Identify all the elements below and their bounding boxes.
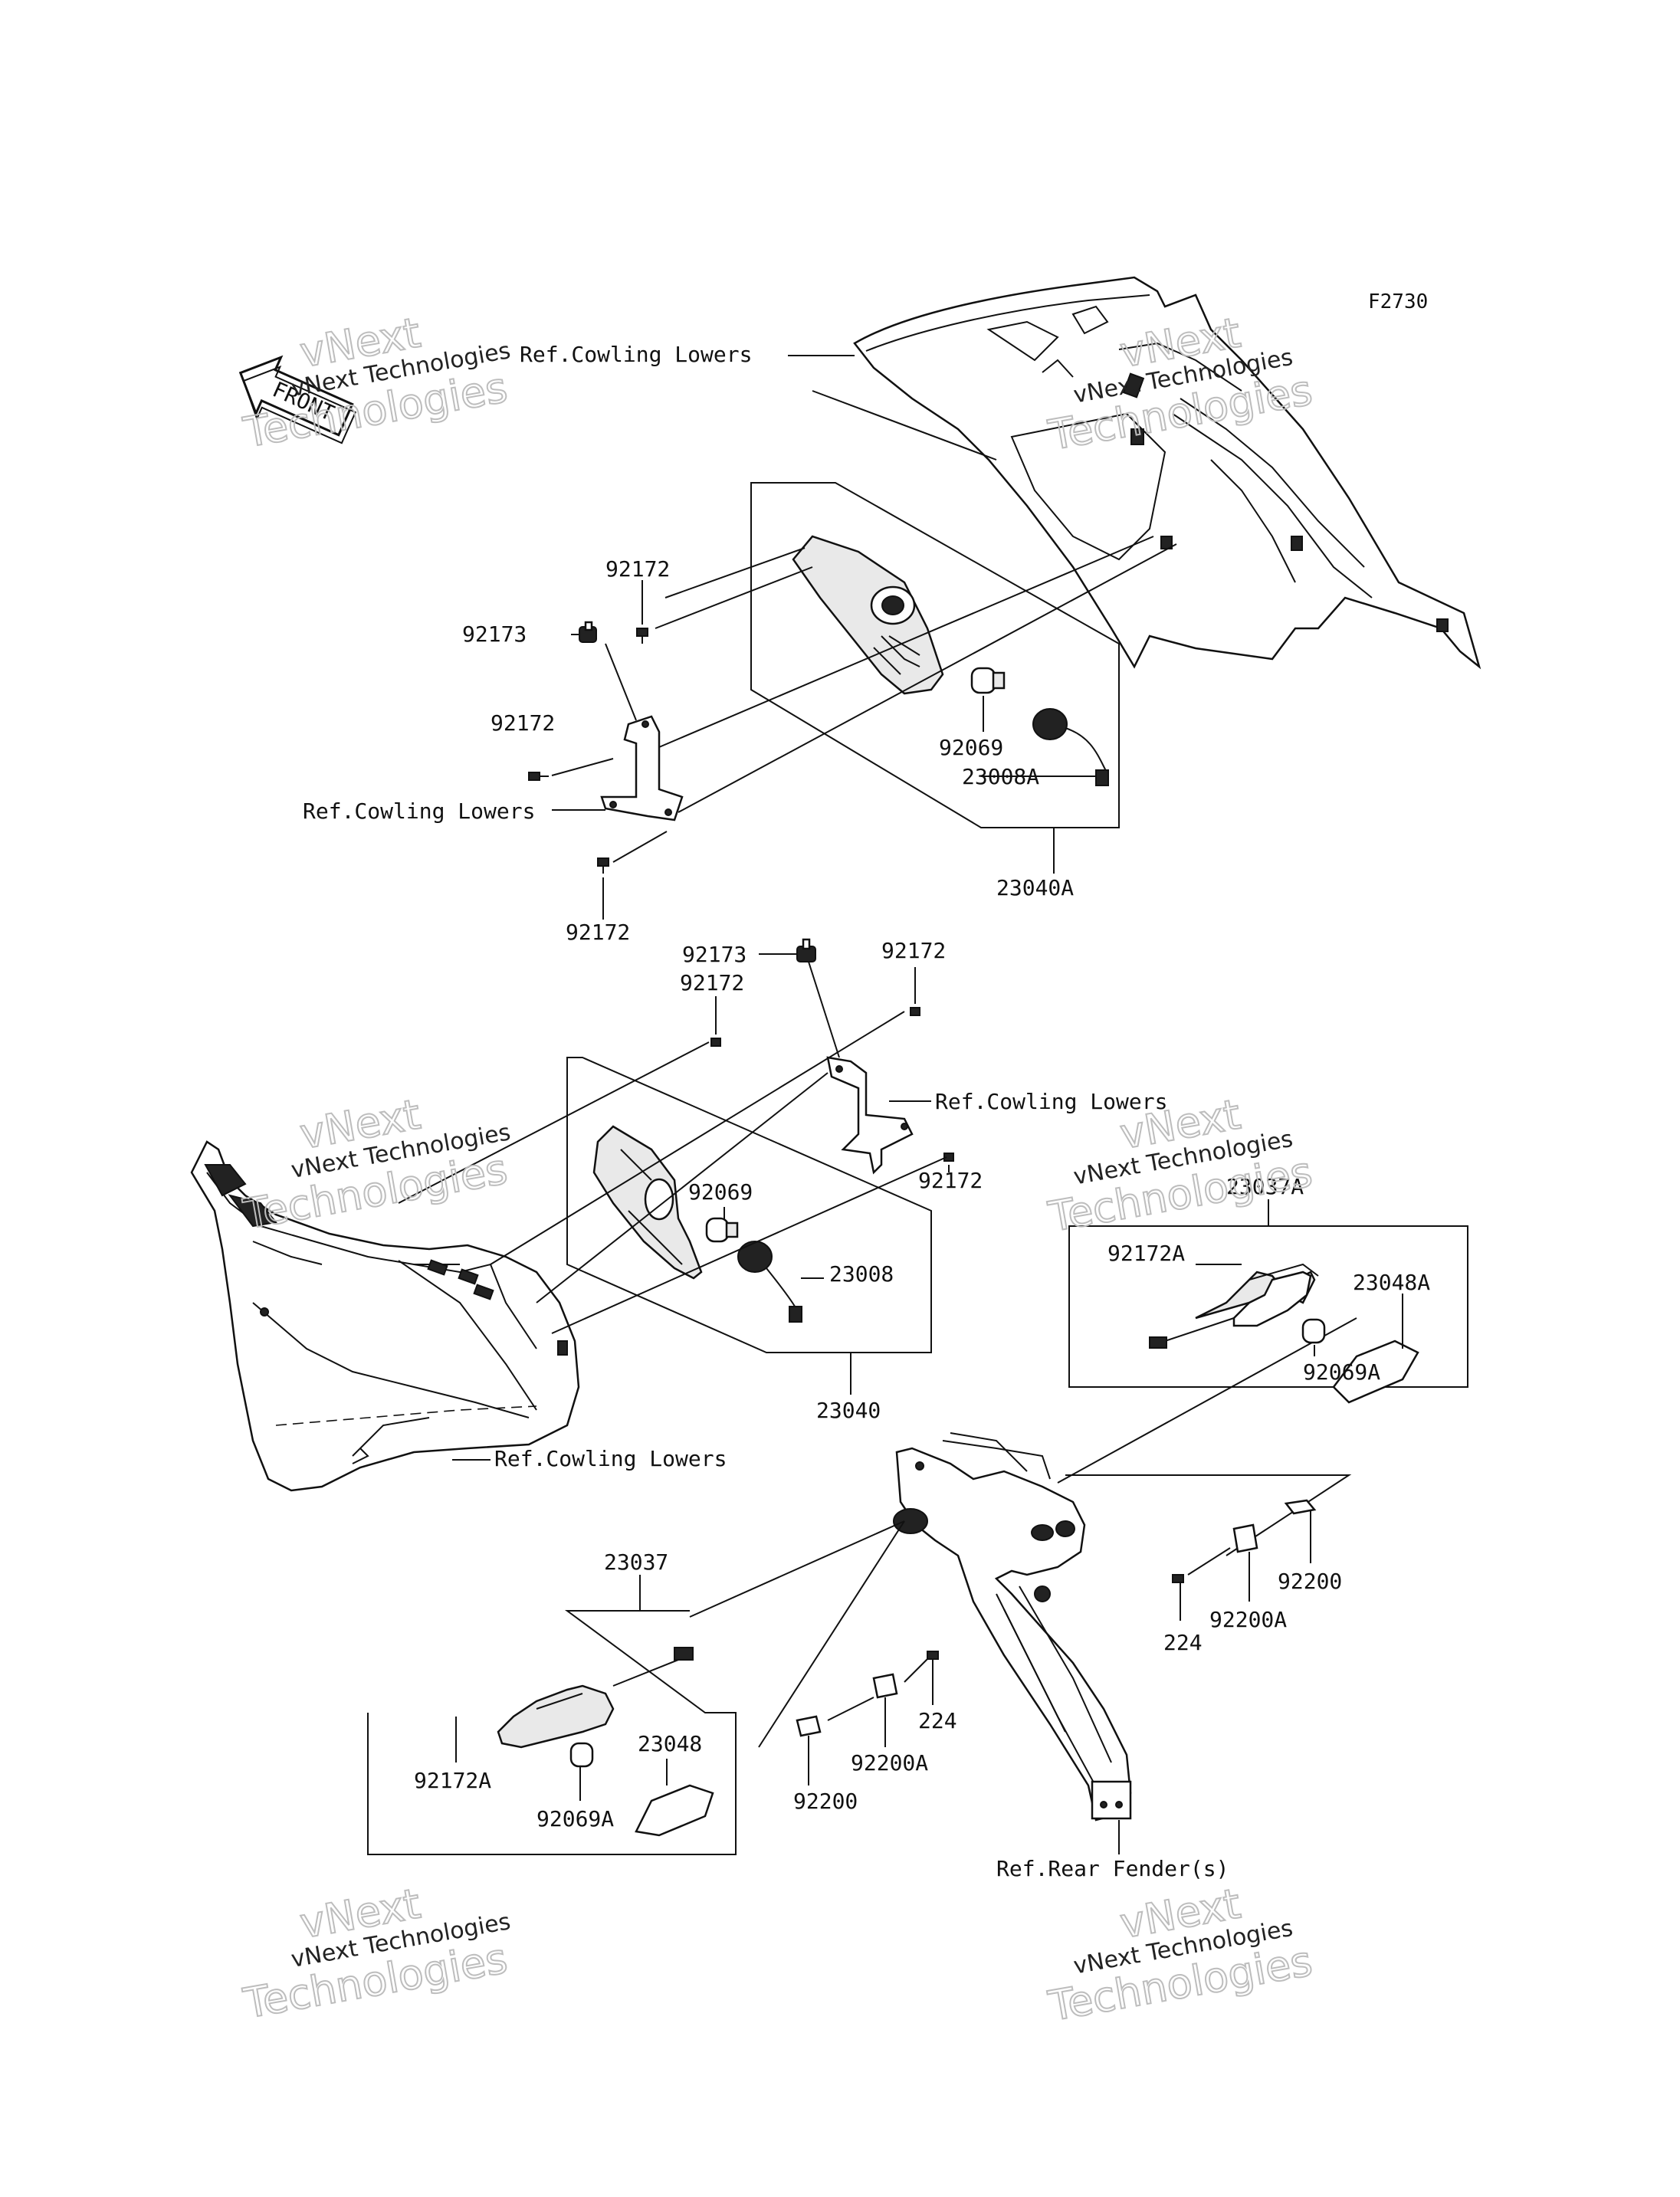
- clamp-92200A-right: [1232, 1523, 1258, 1553]
- upper-cowling-right: [853, 276, 1481, 670]
- watermark-top-right: vNext vNext Technologies Technologies: [1044, 308, 1317, 461]
- screw-92172-upper-c: [597, 857, 609, 874]
- screw-92172-lower-b: [910, 1007, 920, 1016]
- turn-signal-23037A: [1149, 1263, 1319, 1349]
- part-label-23008A: 23008A: [962, 764, 1039, 789]
- part-label-92069-b: 92069: [688, 1179, 753, 1205]
- group-outline-23040: [566, 1057, 932, 1353]
- part-label-23037: 23037: [604, 1549, 668, 1575]
- part-label-92069A-b: 92069A: [536, 1806, 614, 1831]
- lens-23048A: [1332, 1340, 1419, 1404]
- part-label-92069A-a: 92069A: [1303, 1359, 1380, 1385]
- part-label-23048A: 23048A: [1353, 1270, 1430, 1295]
- leader-lower-a: [398, 1041, 710, 1204]
- screw-224-right: [1172, 1574, 1184, 1583]
- part-label-92172-d: 92172: [680, 970, 744, 995]
- part-label-23037A: 23037A: [1226, 1174, 1304, 1199]
- leader-lower-e: [808, 961, 840, 1058]
- part-label-92172-b: 92172: [491, 710, 555, 736]
- clamp-92200-lower: [796, 1715, 822, 1737]
- clip-92173-lower: [796, 938, 816, 962]
- clamp-92200A-lower: [872, 1673, 898, 1699]
- group-outline-23040A: [750, 482, 1120, 828]
- leader-upper-ref: [812, 390, 997, 461]
- ref-cowling-label-top-right: Ref.Cowling Lowers: [520, 342, 752, 367]
- ref-cowling-label-top-left: Ref.Cowling Lowers: [303, 798, 535, 824]
- part-label-92173-b: 92173: [682, 942, 746, 967]
- leader-224-to-clamp-right: [1187, 1547, 1231, 1576]
- part-label-92200A-a: 92200A: [1209, 1607, 1287, 1632]
- leader-upper-f: [551, 758, 614, 776]
- part-label-92172-c: 92172: [566, 920, 630, 945]
- clip-92173-upper: [579, 621, 597, 643]
- screw-92172-lower-c: [943, 1153, 954, 1162]
- group-outline-23037: [367, 1610, 737, 1855]
- mount-bracket-upper: [600, 715, 684, 821]
- lower-cowling-left: [190, 1140, 580, 1492]
- lens-23048: [635, 1784, 714, 1837]
- part-label-23008: 23008: [829, 1261, 894, 1287]
- leader-lower-c: [536, 1072, 829, 1303]
- watermark-mid-left: vNext vNext Technologies Technologies: [239, 1090, 513, 1240]
- leader-fender-to-23037A: [1057, 1317, 1357, 1484]
- part-label-224-a: 224: [1163, 1630, 1203, 1655]
- part-label-92172-f: 92172: [918, 1168, 983, 1193]
- part-label-92172-a: 92172: [605, 556, 670, 582]
- leader-fender-to-clamp: [758, 1520, 905, 1748]
- ref-cowling-label-mid: Ref.Cowling Lowers: [935, 1089, 1167, 1114]
- bulb-92069A-lower: [569, 1742, 594, 1768]
- watermark-bottom-right: vNext vNext Technologies Technologies: [1044, 1879, 1317, 2031]
- part-label-224-b: 224: [918, 1708, 957, 1733]
- leader-lower-d: [551, 1156, 947, 1334]
- ref-rear-fender-label: Ref.Rear Fender(s): [996, 1856, 1229, 1881]
- rear-fender-bracket: [893, 1432, 1132, 1822]
- part-label-23040A: 23040A: [996, 875, 1074, 900]
- part-label-92172A-b: 92172A: [414, 1768, 491, 1793]
- ref-cowling-label-bottom: Ref.Cowling Lowers: [494, 1446, 727, 1471]
- bulb-92069-upper: [970, 667, 1006, 694]
- turn-signal-housing-lower: [592, 1125, 703, 1280]
- leader-fender-to-23037: [689, 1520, 905, 1618]
- part-label-92200A-b: 92200A: [851, 1750, 928, 1776]
- diagram-code: F2730: [1368, 290, 1428, 313]
- clamp-92200-right: [1284, 1499, 1317, 1515]
- part-label-92069-a: 92069: [939, 735, 1003, 760]
- part-label-92172A-a: 92172A: [1107, 1241, 1185, 1266]
- part-label-92200-a: 92200: [1278, 1569, 1342, 1594]
- mount-bracket-lower: [826, 1056, 914, 1175]
- leader-224-to-clamp-lower: [904, 1658, 928, 1683]
- screw-92172-lower-a: [710, 1038, 721, 1047]
- watermark-bottom-left: vNext vNext Technologies Technologies: [239, 1879, 513, 2029]
- part-label-92200-b: 92200: [793, 1789, 858, 1814]
- bulb-92069A-upper: [1301, 1318, 1326, 1344]
- leader-upper-b: [655, 566, 813, 629]
- part-label-23048: 23048: [638, 1731, 702, 1756]
- leader-upper-c: [658, 536, 1154, 748]
- part-label-92173-a: 92173: [462, 621, 527, 647]
- screw-92172-upper-b: [528, 772, 549, 781]
- leader-upper-g: [612, 831, 668, 863]
- leader-lower-b: [490, 1011, 905, 1265]
- screw-224-lower: [927, 1651, 939, 1660]
- bulb-92069-lower: [705, 1217, 739, 1243]
- leader-clamp-lower: [827, 1697, 874, 1721]
- turn-signal-housing-upper: [792, 535, 944, 695]
- part-label-92172-e: 92172: [881, 938, 946, 963]
- turn-signal-23037: [497, 1647, 694, 1749]
- part-label-23040: 23040: [816, 1398, 881, 1423]
- leader-upper-d: [678, 543, 1177, 813]
- leader-fender-to-clamp-right: [1065, 1474, 1352, 1556]
- leader-upper-a: [664, 547, 806, 598]
- screw-92172-upper-a: [636, 628, 648, 644]
- socket-23008A: [1032, 708, 1109, 786]
- socket-23008: [737, 1241, 802, 1323]
- leader-upper-e: [605, 643, 637, 721]
